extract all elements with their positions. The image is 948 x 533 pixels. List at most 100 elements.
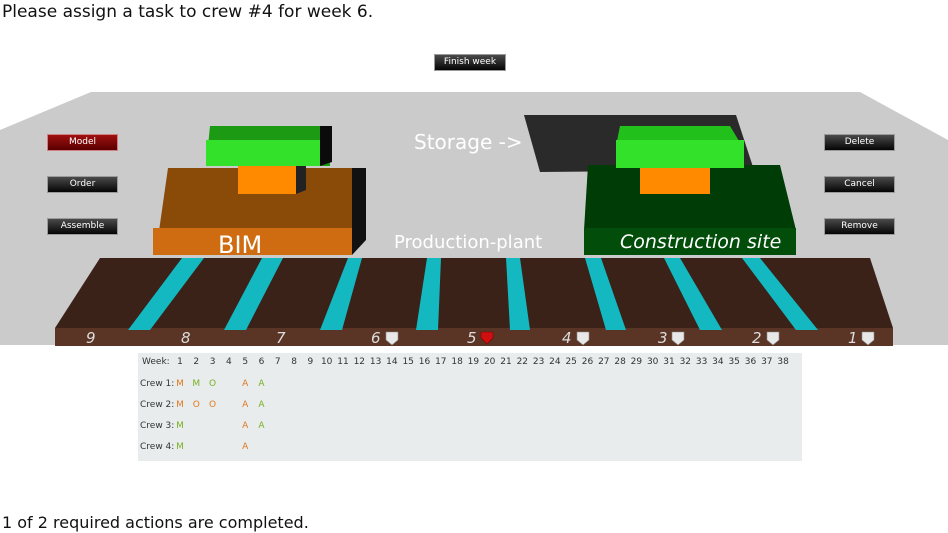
conveyor-slot (506, 258, 530, 330)
week-number: 27 (598, 357, 610, 367)
crew-label: Crew 1: (140, 379, 175, 389)
schedule-cell[interactable]: M (176, 379, 184, 389)
schedule-cell[interactable]: O (192, 400, 200, 410)
conveyor-number: 5 (467, 329, 477, 347)
week-number: 18 (451, 357, 463, 367)
conveyor-number: 6 (371, 329, 381, 347)
construction-site-building: Construction site (584, 126, 796, 255)
conveyor-number: 8 (181, 329, 191, 347)
week-number: 34 (712, 357, 724, 367)
diamond-icon (861, 331, 875, 346)
production-conveyor: 9 8 7 6 5 4 3 2 1 (55, 258, 893, 347)
schedule-cell[interactable]: A (242, 379, 249, 389)
conveyor-number: 2 (752, 329, 762, 347)
week-number: 6 (258, 357, 265, 367)
week-number: 8 (291, 357, 297, 367)
week-number: 1 (177, 357, 183, 367)
week-number: 38 (777, 357, 789, 367)
completion-status: 1 of 2 required actions are completed. (2, 513, 309, 532)
conveyor-number: 3 (658, 329, 668, 347)
week-number: 5 (242, 357, 249, 367)
schedule-cell[interactable]: A (258, 421, 265, 431)
week-number: 24 (549, 357, 561, 367)
crew-label: Crew 3: (140, 421, 175, 431)
week-number: 26 (581, 357, 594, 367)
week-number: 28 (614, 357, 626, 367)
week-header-label: Week: (142, 357, 170, 367)
delete-button[interactable]: Delete (824, 134, 895, 151)
schedule-cell[interactable]: A (242, 400, 249, 410)
week-number: 25 (565, 357, 577, 367)
week-number: 14 (386, 357, 398, 367)
week-number: 31 (663, 357, 675, 367)
diamond-icon (671, 331, 685, 346)
schedule-cell[interactable]: A (258, 400, 265, 410)
week-number: 33 (695, 357, 708, 367)
week-number: 11 (337, 357, 349, 367)
week-number: 32 (679, 357, 692, 367)
week-number: 4 (226, 357, 232, 367)
week-number: 30 (646, 357, 659, 367)
diamond-icon (766, 331, 780, 346)
schedule-cell[interactable]: M (192, 379, 201, 389)
week-number: 17 (435, 357, 447, 367)
production-plant-label: Production-plant (394, 232, 542, 253)
schedule-cell[interactable]: A (242, 442, 249, 452)
bim-label: BIM (218, 231, 262, 259)
schedule-cell[interactable]: A (242, 421, 249, 431)
crew-label: Crew 2: (140, 400, 175, 410)
remove-button[interactable]: Remove (824, 218, 895, 235)
week-number: 10 (320, 357, 333, 367)
conveyor-slot (416, 258, 441, 330)
week-number: 29 (630, 357, 643, 367)
week-number: 13 (369, 357, 382, 367)
week-number: 2 (193, 357, 200, 367)
conveyor-number: 9 (86, 329, 96, 347)
week-number: 12 (353, 357, 366, 367)
week-number: 20 (483, 357, 496, 367)
conveyor-number: 7 (276, 329, 286, 347)
week-number: 16 (418, 357, 431, 367)
schedule-cell[interactable]: M (176, 400, 184, 410)
instruction-text: Please assign a task to crew #4 for week… (2, 2, 374, 22)
week-number: 15 (402, 357, 414, 367)
order-button[interactable]: Order (47, 176, 118, 193)
assemble-button[interactable]: Assemble (47, 218, 118, 235)
schedule-cell[interactable]: M (176, 421, 184, 431)
diamond-icon (385, 331, 399, 346)
conveyor-slot (664, 258, 722, 330)
week-number: 35 (728, 357, 740, 367)
construction-site-label: Construction site (620, 231, 781, 253)
crew-row: Crew 4:M A (138, 442, 802, 456)
schedule-cell[interactable]: A (258, 379, 265, 389)
model-button[interactable]: Model (47, 134, 118, 151)
schedule-cell[interactable]: M (176, 442, 184, 452)
schedule-cell[interactable]: O (209, 400, 217, 410)
schedule-cell[interactable]: O (209, 379, 217, 389)
week-number: 19 (467, 357, 480, 367)
week-number: 23 (532, 357, 545, 367)
diamond-icon (576, 331, 590, 346)
conveyor-slot (742, 258, 818, 330)
finish-week-button[interactable]: Finish week (434, 54, 506, 71)
week-number: 9 (307, 357, 314, 367)
cancel-button[interactable]: Cancel (824, 176, 895, 193)
crew-label: Crew 4: (140, 442, 175, 452)
conveyor-number: 4 (562, 329, 572, 347)
week-number: 36 (744, 357, 757, 367)
week-number: 7 (274, 357, 281, 367)
conveyor-slot (224, 258, 283, 330)
conveyor-slot (128, 258, 204, 330)
week-number: 22 (516, 357, 529, 367)
conveyor-number: 1 (848, 329, 858, 347)
conveyor-slot (585, 258, 626, 330)
ruby-icon (480, 331, 494, 345)
conveyor-slot (320, 258, 362, 330)
storage-label: Storage -> (414, 130, 523, 154)
bim-building: BIM (153, 126, 366, 259)
week-number: 21 (500, 357, 512, 367)
